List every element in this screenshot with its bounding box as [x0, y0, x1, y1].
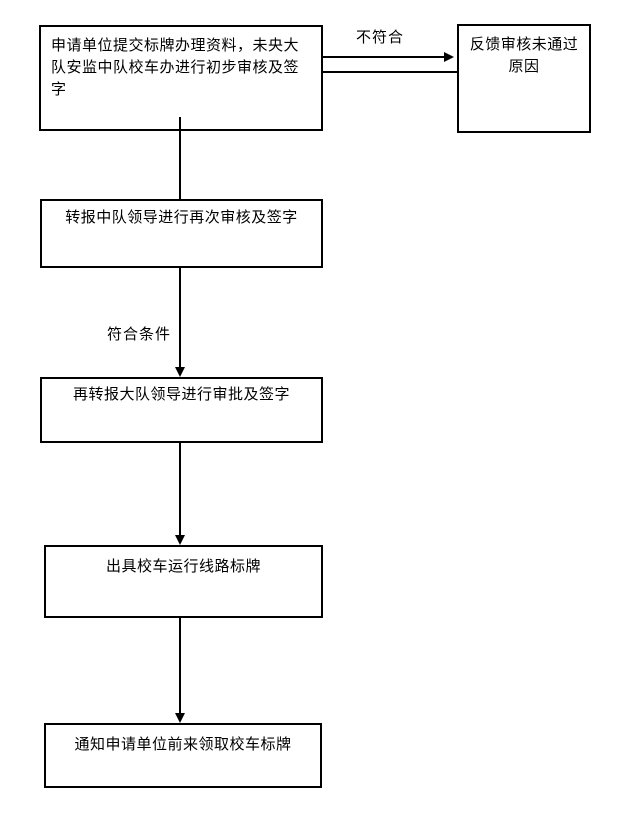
edge-recheck-to-approve-line — [179, 268, 181, 368]
arrowhead-down-icon — [175, 535, 185, 545]
arrowhead-down-icon — [175, 713, 185, 723]
node-issue-box: 出具校车运行线路标牌 — [44, 545, 323, 618]
edge-apply-to-feedback-second-line — [323, 71, 457, 73]
node-apply-box: 申请单位提交标牌办理资料，未央大队安监中队校车办进行初步审核及签字 — [39, 25, 323, 131]
node-feedback-box: 反馈审核未通过原因 — [457, 24, 591, 133]
arrowhead-down-icon — [175, 367, 185, 377]
edge-approve-to-issue-line — [179, 443, 181, 536]
edge-label-not-conform: 不符合 — [356, 26, 405, 47]
edge-apply-to-feedback-line — [323, 56, 445, 58]
arrowhead-right-icon — [444, 52, 454, 62]
node-notify-box: 通知申请单位前来领取校车标牌 — [44, 723, 322, 788]
node-approve-box: 再转报大队领导进行审批及签字 — [40, 377, 323, 443]
edge-label-conform: 符合条件 — [107, 323, 172, 344]
node-recheck-box: 转报中队领导进行再次审核及签字 — [40, 199, 323, 268]
edge-apply-to-recheck-line — [179, 117, 181, 199]
edge-issue-to-notify-line — [179, 618, 181, 714]
